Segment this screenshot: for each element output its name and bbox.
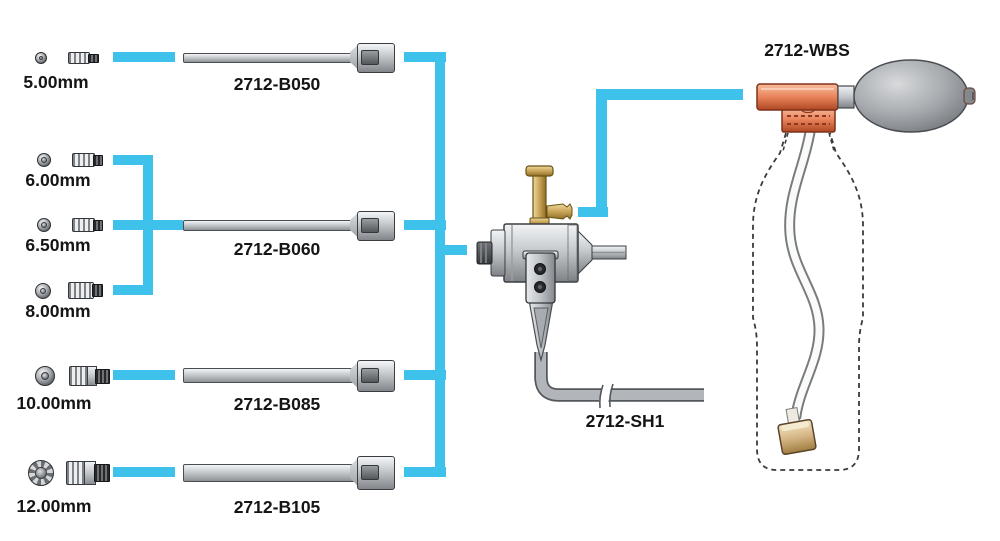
connector-line (113, 467, 175, 477)
bur-tube (183, 368, 355, 383)
size-label: 6.50mm (25, 235, 91, 255)
bur-taper (350, 211, 359, 239)
bulb-collar (837, 85, 855, 109)
connector-line (113, 155, 153, 165)
adapter-tip-icon (93, 220, 103, 231)
rear-cap (476, 241, 493, 265)
connector-line (404, 220, 446, 230)
size-label: 10.00mm (16, 393, 92, 413)
adapter-side-icon (72, 153, 95, 167)
nose-cone (577, 229, 593, 276)
valve-t-handle (525, 165, 554, 177)
connector-trunk (435, 52, 445, 477)
adapter-tip-icon (95, 369, 110, 384)
bottle-outline (752, 132, 864, 471)
pickup-tube (786, 128, 823, 420)
adapter-tip-icon (93, 155, 103, 166)
rear-flange (490, 229, 506, 277)
handpiece-label: 2712-SH1 (585, 411, 665, 431)
size-label: 6.00mm (25, 170, 91, 190)
connector-line (596, 89, 743, 100)
adapter-side-icon (72, 218, 95, 232)
adapter-front-icon (35, 52, 47, 64)
connector-line (445, 245, 467, 255)
adapter-side-icon (68, 52, 90, 64)
bur-socket-notch (361, 368, 379, 383)
water-bottle-illustration (752, 59, 976, 471)
connector-line (113, 370, 175, 380)
connector-line (404, 52, 446, 62)
clamp-screw-center (537, 284, 543, 290)
connector-line (596, 89, 607, 217)
bur-taper (350, 360, 359, 390)
t-fitting (756, 83, 839, 111)
handle-tube-outline (534, 352, 704, 402)
hose-barb (546, 203, 573, 220)
bur-label: 2712-B085 (233, 394, 321, 414)
handle-tube (536, 352, 704, 400)
connector-line (404, 370, 446, 380)
adapter-tip-icon (94, 464, 110, 482)
handpiece-illustration (476, 165, 704, 409)
bur-taper (350, 43, 359, 71)
adapter-side-icon (68, 282, 94, 299)
tube-break-mark (599, 384, 604, 409)
clamp-body (525, 252, 556, 304)
connector-line (113, 285, 153, 295)
adapter-side-icon (69, 366, 89, 386)
adapter-front-icon (35, 283, 51, 299)
tube-break-gap (597, 383, 613, 409)
connector-line (113, 52, 175, 62)
tube-break-mark (609, 383, 614, 408)
bur-label: 2712-B050 (233, 74, 321, 94)
connector-line (404, 467, 446, 477)
connector-line (578, 207, 608, 217)
adapter-front-icon (35, 366, 55, 386)
bur-tube (183, 53, 355, 63)
size-label: 8.00mm (25, 301, 91, 321)
tube-weight-highlight (781, 421, 809, 432)
bottle-neck-dashes (782, 132, 835, 152)
adapter-tip-icon (88, 54, 99, 63)
squeeze-bulb (853, 59, 969, 133)
adapter-front-icon (37, 153, 51, 167)
adapter-tip-icon (92, 284, 103, 297)
bur-socket-notch (361, 50, 379, 65)
adapter-side-icon (66, 461, 86, 485)
bur-tube (183, 220, 355, 231)
connector-bracket (143, 155, 153, 295)
bur-taper (350, 456, 359, 488)
bur-label: 2712-B105 (233, 497, 321, 517)
cap-thread-dashes (787, 115, 830, 125)
handle-blade-detail (533, 307, 549, 349)
body-end-band (567, 224, 578, 282)
bulb-valve-nub (963, 87, 976, 105)
clamp-screw-center (537, 266, 543, 272)
bur-tube (183, 464, 355, 482)
bur-label: 2712-B060 (233, 239, 321, 259)
tube-weight-group (777, 406, 817, 455)
size-label: 5.00mm (23, 72, 89, 92)
adapter-front-icon (28, 460, 54, 486)
adapter-front-icon (37, 218, 51, 232)
size-label: 12.00mm (16, 496, 92, 516)
water-bottle-label: 2712-WBS (764, 40, 850, 60)
bur-socket-notch (361, 218, 379, 233)
bur-socket-notch (361, 465, 379, 480)
